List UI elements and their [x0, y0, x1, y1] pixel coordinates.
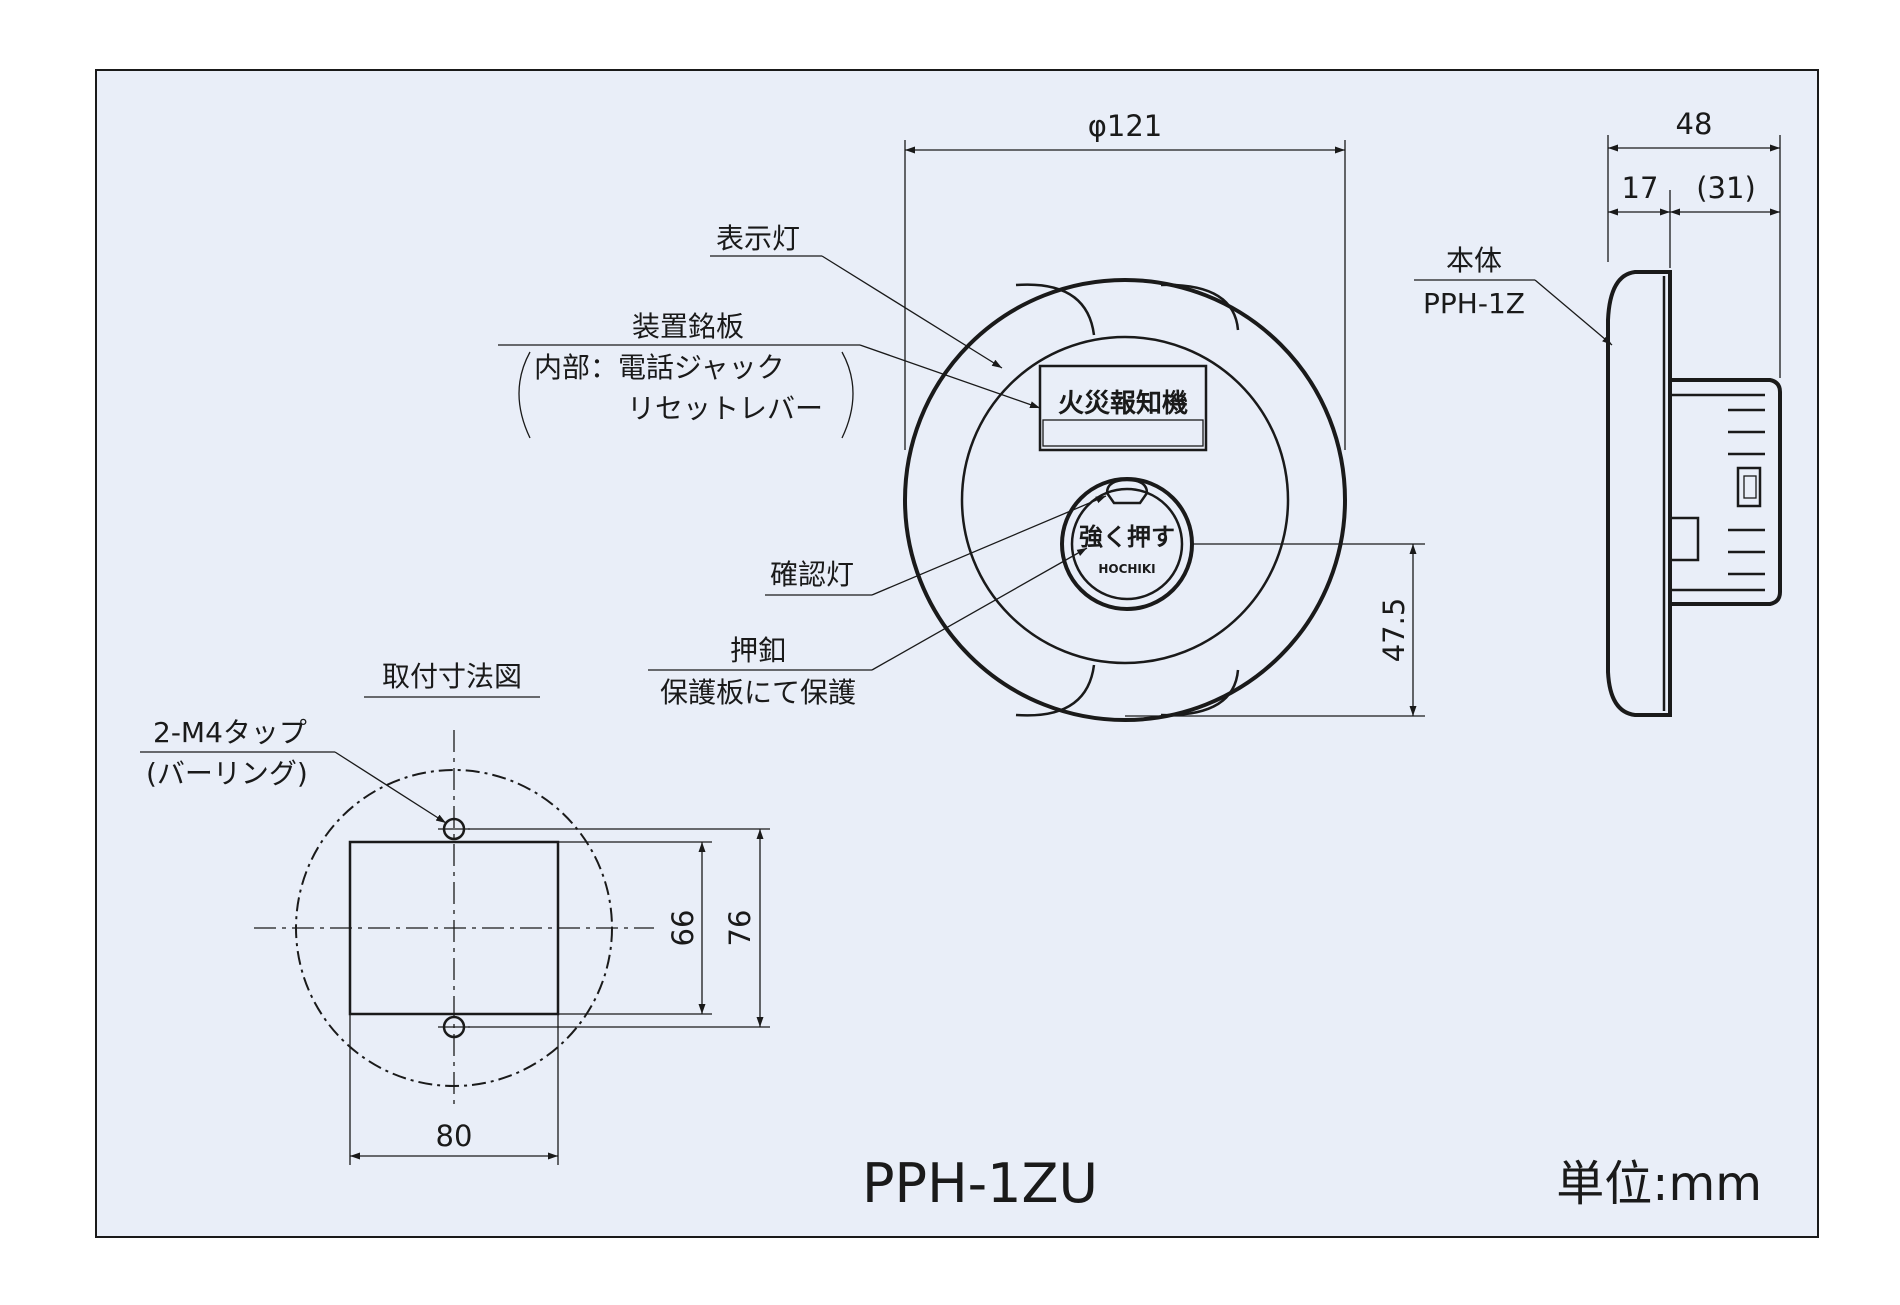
mount-box	[348, 840, 560, 1016]
nameplate-text: 火災報知機	[1058, 389, 1188, 419]
button-text: 強く押す	[1079, 523, 1175, 551]
mount-dim-66: 66	[666, 910, 700, 947]
drawing-panel	[95, 69, 1819, 1238]
mount-view: 取付寸法図 2-M4タップ (バーリング) 66 76 80	[140, 660, 770, 1165]
side-body	[1670, 378, 1782, 606]
side-front-cover	[1606, 270, 1672, 717]
nameplate-inner-line2: リセットレバー	[627, 392, 823, 425]
height-dim: 47.5	[1377, 598, 1411, 663]
confirm-lamp	[1105, 478, 1149, 505]
unit-label: 単位:mm	[1556, 1156, 1762, 1212]
indicator-lamp-label: 表示灯	[716, 222, 800, 255]
tap-label-line1: 2-M4タップ	[153, 716, 307, 749]
front-view: 火災報知機 強く押す HOCHIKI φ121 47.5 表示灯 装置銘板 内部…	[498, 109, 1425, 722]
body-label-line2: PPH-1Z	[1423, 287, 1525, 320]
mount-title: 取付寸法図	[382, 660, 522, 693]
confirm-lamp-label: 確認灯	[770, 558, 854, 591]
button-label-line1: 押釦	[730, 634, 786, 667]
mount-dim-80: 80	[436, 1119, 473, 1153]
inner-face	[960, 335, 1290, 665]
outer-rim	[903, 278, 1347, 722]
nameplate-label: 装置銘板	[632, 310, 744, 343]
button-label-line2: 保護板にて保護	[660, 676, 856, 709]
mount-dim-76: 76	[723, 910, 757, 947]
side-rear-depth-dim: (31)	[1696, 171, 1756, 205]
side-total-dim: 48	[1676, 107, 1713, 141]
side-front-depth-dim: 17	[1622, 171, 1659, 205]
diameter-dim: φ121	[1088, 109, 1162, 143]
side-view: 48 17 (31) 本体 PPH-1Z	[1414, 107, 1782, 717]
model-name: PPH-1ZU	[862, 1152, 1098, 1215]
push-button-inner	[1070, 487, 1184, 601]
tap-label-line2: (バーリング)	[146, 757, 308, 790]
maker-mark: HOCHIKI	[1098, 562, 1155, 576]
body-label-line1: 本体	[1446, 244, 1502, 277]
nameplate-inner-line1: 内部：電話ジャック	[534, 351, 785, 384]
